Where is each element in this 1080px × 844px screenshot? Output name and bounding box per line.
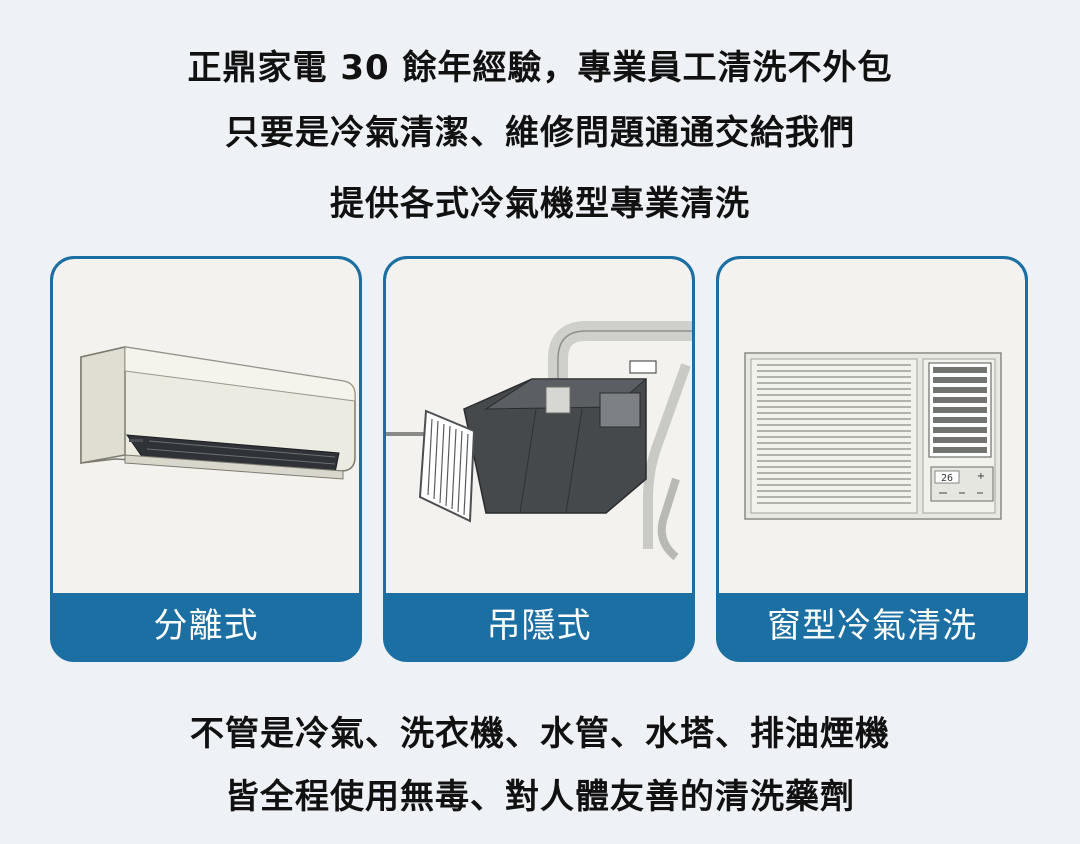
footer-detergent: 皆全程使用無毒、對人體友善的清洗藥劑	[225, 777, 855, 817]
headline-experience: 正鼎家電 30 餘年經驗，專業員工清洗不外包	[187, 48, 893, 88]
card-window-label: 窗型冷氣清洗	[767, 606, 977, 646]
card-split-label: 分離式	[153, 606, 259, 646]
svg-text:+: +	[977, 471, 985, 482]
headline-service: 只要是冷氣清潔、維修問題通通交給我們	[225, 113, 855, 153]
ducted-ac-illustration	[386, 259, 692, 593]
temperature-readout: 26	[941, 473, 953, 484]
split-ac-illustration	[53, 259, 359, 593]
card-ducted-type: 吊隱式	[383, 256, 695, 662]
card-ducted-label: 吊隱式	[486, 606, 592, 646]
card-window-type: 26 + 窗型冷氣清洗	[716, 256, 1028, 662]
footer-appliances: 不管是冷氣、洗衣機、水管、水塔、排油煙機	[190, 714, 890, 754]
card-split-type: 分離式	[50, 256, 362, 662]
headline-models: 提供各式冷氣機型專業清洗	[330, 184, 750, 224]
window-ac-illustration: 26 +	[719, 259, 1025, 593]
ac-type-cards: 分離式	[50, 256, 1030, 666]
